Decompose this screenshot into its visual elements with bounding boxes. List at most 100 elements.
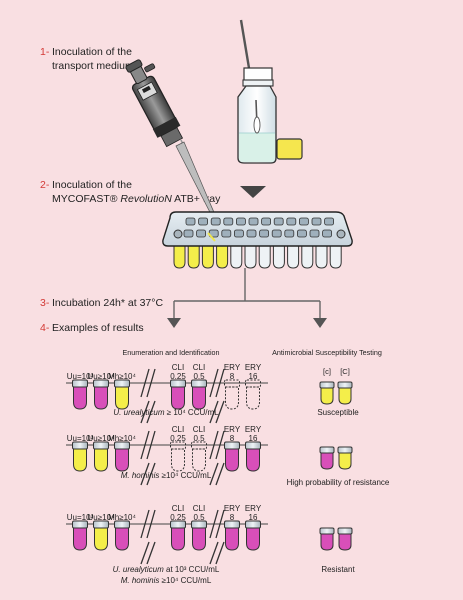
break-mark xyxy=(215,368,225,398)
break-mark xyxy=(209,509,219,539)
well-cap xyxy=(93,520,109,529)
well-cap xyxy=(114,379,130,388)
well-pink xyxy=(115,527,129,551)
tray-well xyxy=(201,243,214,269)
column-label-ery8_top: ERY xyxy=(224,504,241,513)
well-pink xyxy=(225,448,239,472)
ast-well-yellow xyxy=(338,387,352,405)
header-enumeration: Enumeration and Identification xyxy=(122,348,219,357)
break-mark xyxy=(209,430,219,460)
column-label-uu3: Uu=10³ xyxy=(67,513,94,522)
step-2-line1: Inoculation of the xyxy=(52,179,132,191)
column-label-ery8_bottom: 8 xyxy=(230,434,235,443)
step-4-label: 4- Examples of results xyxy=(40,322,144,334)
tray-well xyxy=(230,243,243,269)
tray-hole xyxy=(183,229,194,238)
well-cap xyxy=(191,520,207,529)
column-label-ery8_top: ERY xyxy=(224,425,241,434)
break-mark xyxy=(209,368,219,398)
tray-hole xyxy=(246,229,257,238)
tray-hole xyxy=(309,229,320,238)
tray-hole xyxy=(221,229,232,238)
ast-well-cap xyxy=(337,527,353,535)
column-label-cli025_top: CLI xyxy=(172,504,184,513)
tray-well xyxy=(301,243,314,269)
break-mark xyxy=(140,541,150,565)
tray-well xyxy=(216,243,229,269)
result-label: High probability of resistance xyxy=(287,478,390,487)
tray-hole xyxy=(322,229,333,238)
row-caption-2: M. hominis ≥10⁴ CCU/mL xyxy=(121,576,212,585)
well-cap xyxy=(170,441,186,450)
column-label-cli05_top: CLI xyxy=(193,425,205,434)
step-3-text: Incubation 24h* at 37°C xyxy=(52,297,163,309)
ast-well-yellow xyxy=(338,452,352,470)
column-label-uu4: Uu≥10⁴ xyxy=(88,372,116,381)
step-4-text: Examples of results xyxy=(52,322,144,334)
step-2-number: 2- xyxy=(40,179,50,191)
column-label-ery8_top: ERY xyxy=(224,363,241,372)
break-mark xyxy=(146,400,156,424)
step-1-line1: Inoculation of the xyxy=(52,46,132,58)
tray-hole xyxy=(284,229,295,238)
column-label-cli05_bottom: 0.5 xyxy=(193,513,205,522)
well-cap xyxy=(224,379,240,388)
well-cap xyxy=(93,379,109,388)
step-1-line2: transport medium xyxy=(52,60,134,72)
step-4-number: 4- xyxy=(40,322,50,334)
well-cap xyxy=(93,441,109,450)
ast-well-pink xyxy=(338,533,352,551)
column-label-mh4: Mh≥10⁴ xyxy=(108,372,136,381)
break-mark xyxy=(209,400,219,424)
column-label-cli025_top: CLI xyxy=(172,363,184,372)
well-cap xyxy=(191,379,207,388)
column-label-cli025_bottom: 0.25 xyxy=(170,372,186,381)
well-pink xyxy=(192,386,206,410)
column-label-ery16_top: ERY xyxy=(245,425,262,434)
column-label-ery16_top: ERY xyxy=(245,363,262,372)
branch-arrows xyxy=(167,268,327,328)
tray-hole xyxy=(210,217,221,226)
tray-wells xyxy=(173,243,342,269)
column-label-cli025_top: CLI xyxy=(172,425,184,434)
tray-hole xyxy=(196,229,207,238)
header-ast: Antimicrobial Susceptibility Testing xyxy=(272,348,382,357)
ast-well-cap xyxy=(337,446,353,454)
well-cap xyxy=(114,520,130,529)
tray-hole xyxy=(271,229,282,238)
well-empty xyxy=(225,386,239,410)
well-cap xyxy=(114,441,130,450)
ast-well-pink xyxy=(320,533,334,551)
break-mark xyxy=(215,400,225,424)
column-label-ery8_bottom: 8 xyxy=(230,513,235,522)
ast-well-cap xyxy=(319,527,335,535)
well-cap xyxy=(72,520,88,529)
tray-well xyxy=(187,243,200,269)
column-label-cli025_bottom: 0.25 xyxy=(170,513,186,522)
well-pink xyxy=(73,527,87,551)
break-mark xyxy=(209,462,219,486)
well-pink xyxy=(246,527,260,551)
row-caption: U. urealyticum ≥ 10⁴ CCU/mL xyxy=(113,408,219,417)
tray-well xyxy=(287,243,300,269)
well-cap xyxy=(72,441,88,450)
result-row-1: Uu=10³Uu≥10⁴Mh≥10⁴CLI0.25CLI0.5ERY8ERY16… xyxy=(66,363,359,424)
tray-hole xyxy=(259,229,270,238)
break-mark xyxy=(146,430,156,460)
break-mark xyxy=(140,400,150,424)
tray-hole xyxy=(311,217,322,226)
column-label-cli025_bottom: 0.25 xyxy=(170,434,186,443)
tray-well xyxy=(329,243,342,269)
column-label-ery16_bottom: 16 xyxy=(249,513,258,522)
tray-hole xyxy=(296,229,307,238)
ast-label-c: [c] xyxy=(323,367,331,376)
well-pink xyxy=(73,386,87,410)
column-label-ery16_bottom: 16 xyxy=(249,372,258,381)
well-cap xyxy=(245,520,261,529)
result-label: Susceptible xyxy=(317,408,359,417)
column-label-cli05_bottom: 0.5 xyxy=(193,372,205,381)
column-label-cli05_bottom: 0.5 xyxy=(193,434,205,443)
result-rows: Uu=10³Uu≥10⁴Mh≥10⁴CLI0.25CLI0.5ERY8ERY16… xyxy=(66,363,390,585)
well-cap xyxy=(245,379,261,388)
